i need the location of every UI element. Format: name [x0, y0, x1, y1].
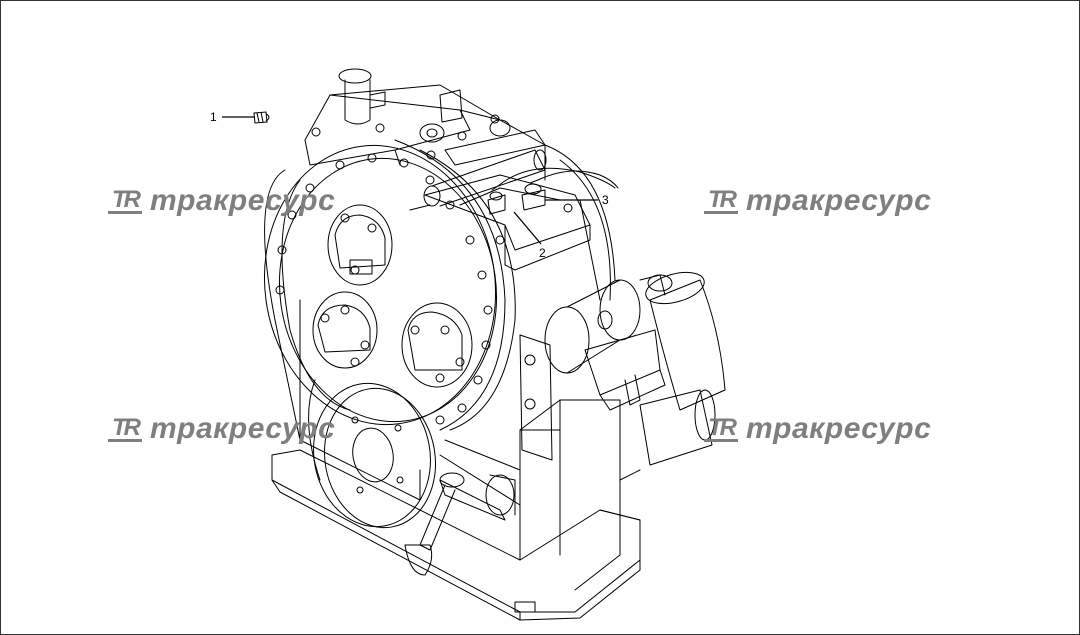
watermark-text: тракресурс: [746, 184, 932, 217]
sensor-bracket: [409, 149, 619, 271]
watermark-top-left: TR тракресурс: [108, 184, 335, 218]
right-assembly: [519, 144, 726, 481]
callout-1: 1: [210, 110, 217, 124]
watermark-top-right: TR тракресурс: [704, 184, 931, 218]
hand-lever: [404, 472, 516, 576]
part-1-fitting: [253, 111, 270, 124]
callout-3: 3: [602, 193, 609, 207]
flange-caps: [312, 204, 473, 388]
watermark-text: тракресурс: [150, 184, 336, 217]
watermark-bottom-left: TR тракресурс: [108, 412, 335, 446]
watermark-logo: TR: [704, 415, 738, 442]
watermark-logo: TR: [108, 415, 142, 442]
watermark-text: тракресурс: [746, 412, 932, 445]
housing-body: [299, 299, 621, 591]
watermark-text: тракресурс: [150, 412, 336, 445]
watermark-logo: TR: [108, 187, 142, 214]
leader-line-2: [513, 211, 542, 245]
watermark-bottom-right: TR тракресурс: [704, 412, 931, 446]
front-cover: [263, 139, 516, 441]
pulley: [308, 379, 437, 529]
watermark-logo: TR: [704, 187, 738, 214]
callout-2: 2: [539, 246, 546, 260]
top-housing: [304, 68, 546, 181]
